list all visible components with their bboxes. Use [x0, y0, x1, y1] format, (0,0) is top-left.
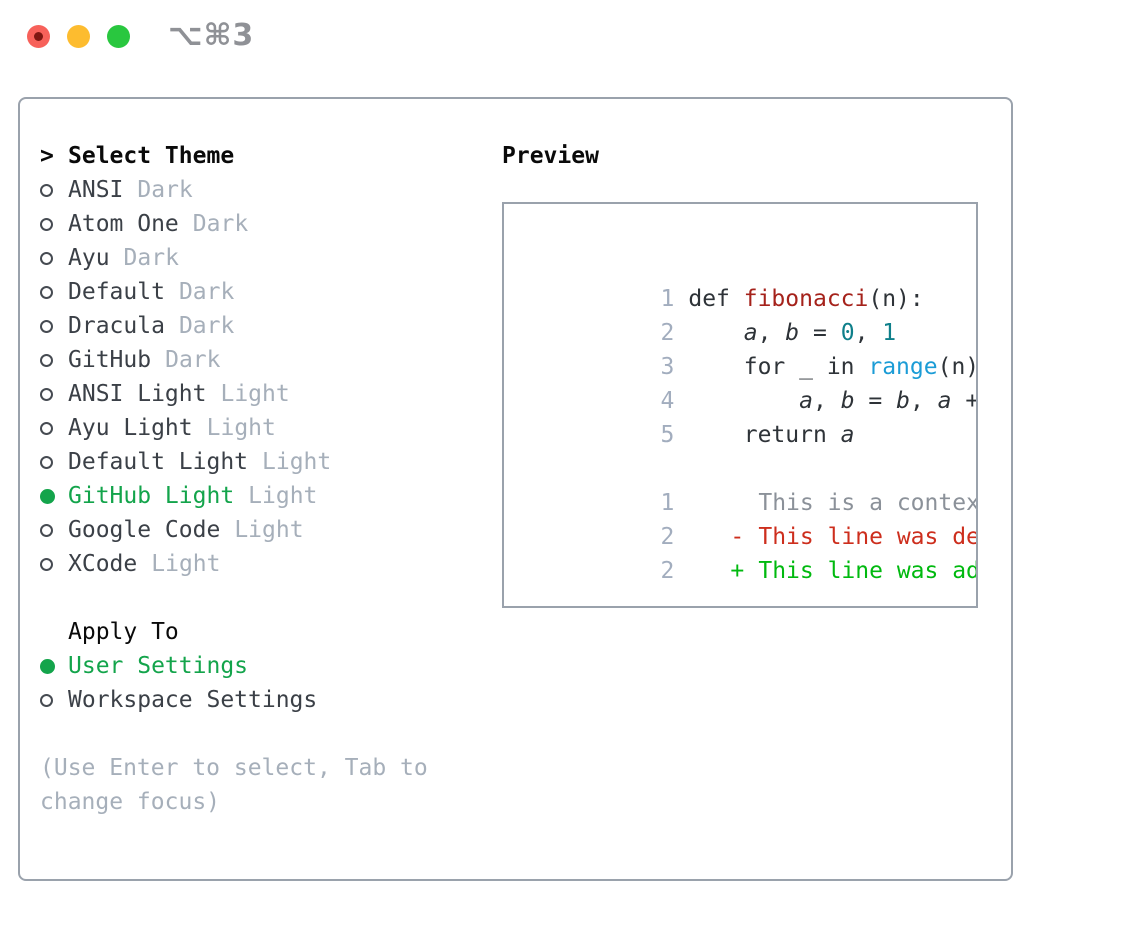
- preview-header: Preview: [502, 139, 994, 173]
- line-number: 5: [660, 422, 675, 448]
- radio-unselected-icon: [40, 319, 53, 333]
- code-token-number: 1: [882, 320, 897, 346]
- code-token-number: 0: [840, 320, 855, 346]
- radio-unselected-icon: [40, 557, 53, 571]
- theme-list-header: > Select Theme: [40, 139, 502, 173]
- code-token-builtin: range: [868, 354, 938, 380]
- close-dot-icon: [34, 32, 43, 41]
- theme-option-google-code[interactable]: Google Code Light: [40, 513, 502, 547]
- apply-to-header: Apply To: [40, 615, 502, 649]
- code-line: 3 for _ in range(n):: [522, 316, 976, 380]
- code-token-plain: =: [854, 388, 897, 414]
- apply-option-workspace-settings[interactable]: Workspace Settings: [40, 683, 502, 717]
- focus-caret-icon: >: [40, 143, 54, 169]
- help-text: (Use Enter to select, Tab to change focu…: [40, 755, 428, 815]
- theme-option-ansi-dark[interactable]: ANSI Dark: [40, 173, 502, 207]
- theme-list-title: Select Theme: [68, 143, 235, 169]
- zoom-button[interactable]: [107, 25, 130, 48]
- radio-unselected-icon: [40, 387, 53, 401]
- code-token-plain: ,: [909, 388, 938, 414]
- radio-unselected-icon: [40, 217, 53, 231]
- theme-option-github-dark[interactable]: GitHub Dark: [40, 343, 502, 377]
- radio-unselected-icon: [40, 455, 53, 469]
- radio-selected-icon: [40, 658, 55, 674]
- code-token-plain: def: [688, 286, 744, 312]
- code-line: 1 def fibonacci(n):: [522, 248, 976, 312]
- apply-option-user-settings[interactable]: User Settings: [40, 649, 502, 683]
- code-token-variable: a: [937, 388, 952, 414]
- code-token-variable: a: [799, 388, 813, 414]
- code-token-variable: b: [840, 388, 855, 414]
- theme-option-ayu-dark[interactable]: Ayu Dark: [40, 241, 502, 275]
- code-token-variable: a: [840, 422, 855, 448]
- window-title: ⌥⌘3: [168, 18, 255, 53]
- diff-deleted-line: 2-This line was deleted.: [522, 486, 976, 550]
- theme-option-xcode[interactable]: XCode Light: [40, 547, 502, 581]
- radio-unselected-icon: [40, 523, 53, 537]
- theme-dialog: > Select Theme ANSI Dark Atom One Dark A…: [18, 97, 1013, 881]
- theme-option-default-dark[interactable]: Default Dark: [40, 275, 502, 309]
- code-token-variable: b: [896, 388, 910, 414]
- theme-option-dracula-dark[interactable]: Dracula Dark: [40, 309, 502, 343]
- code-token-plain: =: [799, 320, 841, 346]
- line-number: 2: [660, 558, 675, 584]
- code-token-plain: (n):: [937, 354, 978, 380]
- code-token-plain: ,: [854, 320, 883, 346]
- theme-option-ayu-light[interactable]: Ayu Light Light: [40, 411, 502, 445]
- line-number: 4: [660, 388, 675, 414]
- radio-unselected-icon: [40, 285, 53, 299]
- code-token-variable: b: [785, 320, 800, 346]
- line-number: 2: [660, 320, 675, 346]
- minimize-button[interactable]: [67, 25, 90, 48]
- code-token-plain: return: [688, 422, 841, 448]
- preview-title: Preview: [502, 143, 599, 169]
- code-token-plain: ,: [812, 388, 841, 414]
- code-line: 2 a, b = 0, 1: [522, 282, 976, 346]
- diff-plus-icon: +: [730, 558, 745, 584]
- diff-added-line: 2+This line was added.: [522, 520, 976, 584]
- line-number: 3: [660, 354, 675, 380]
- radio-selected-icon: [40, 488, 55, 504]
- code-token-plain: [688, 320, 743, 346]
- line-number: 2: [660, 524, 675, 550]
- radio-unselected-icon: [40, 353, 53, 367]
- traffic-lights: [27, 25, 130, 48]
- titlebar: ⌥⌘3: [0, 0, 1140, 97]
- code-token-plain: for _ in: [688, 354, 869, 380]
- code-token-plain: [688, 388, 799, 414]
- code-token-function: fibonacci: [743, 286, 869, 312]
- radio-unselected-icon: [40, 421, 53, 435]
- diff-minus-icon: -: [730, 524, 745, 550]
- theme-option-atom-one-dark[interactable]: Atom One Dark: [40, 207, 502, 241]
- radio-unselected-icon: [40, 251, 53, 265]
- code-line: 4 a, b = b, a + b: [522, 350, 976, 414]
- apply-to-title: Apply To: [68, 619, 179, 645]
- theme-option-default-light[interactable]: Default Light Light: [40, 445, 502, 479]
- radio-unselected-icon: [40, 183, 53, 197]
- code-token-plain: (n):: [868, 286, 924, 312]
- theme-option-ansi-light[interactable]: ANSI Light Light: [40, 377, 502, 411]
- theme-option-github-light[interactable]: GitHub Light Light: [40, 479, 502, 513]
- radio-unselected-icon: [40, 693, 53, 707]
- code-token-variable: a: [743, 320, 758, 346]
- theme-list: > Select Theme ANSI Dark Atom One Dark A…: [40, 139, 502, 819]
- close-button[interactable]: [27, 25, 50, 48]
- code-token-plain: ,: [757, 320, 786, 346]
- code-token-plain: +: [965, 388, 978, 414]
- code-line: 5 return a: [522, 384, 976, 448]
- line-number: 1: [660, 490, 675, 516]
- line-number: 1: [660, 286, 675, 312]
